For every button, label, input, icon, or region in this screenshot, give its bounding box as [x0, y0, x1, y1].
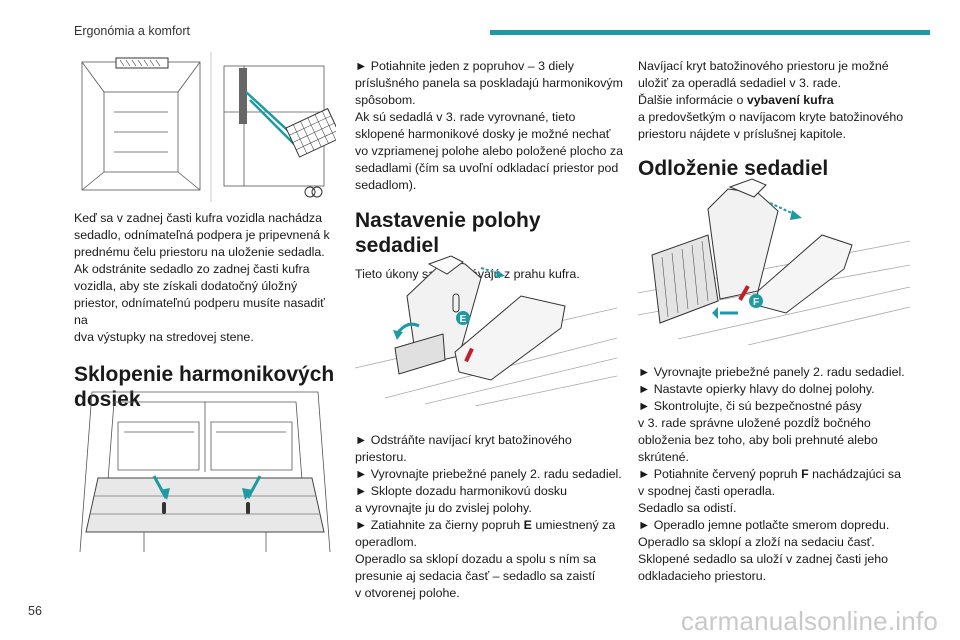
- figure-accordion-drawing: [79, 391, 331, 553]
- text-line: Operadlo sa sklopí dozadu a spolu s ním …: [355, 552, 597, 566]
- text-line: sedadlo, odnímateľná podpera je pripevne…: [74, 228, 330, 242]
- step-line: ► Nastavte opierky hlavy do dolnej poloh…: [638, 382, 875, 396]
- step-line: v 3. rade správne uložené pozdĺž bočného: [638, 416, 871, 430]
- text-line: príslušného panela sa poskladajú harmoni…: [355, 76, 623, 90]
- text-line: sedadlom).: [355, 178, 417, 192]
- step-line: obloženia bez toho, aby boli prehnuté al…: [638, 433, 878, 447]
- step-line: ► Vyrovnajte priebežné panely 2. radu se…: [355, 467, 622, 481]
- text-line: Ak odstránite sedadlo zo zadnej časti ku…: [74, 262, 310, 276]
- step-line: ► Potiahnite červený popruh: [638, 467, 802, 481]
- text-line: sklopené harmonikové dosky je možné nech…: [355, 127, 611, 141]
- figure-seat-e-drawing: E: [355, 255, 617, 406]
- support-paragraph: Keď sa v zadnej časti kufra vozidla nach…: [74, 210, 340, 346]
- text-line: a predovšetkým o navíjacom kryte batožin…: [638, 110, 904, 124]
- running-header: Ergonómia a komfort: [74, 24, 191, 38]
- step-line: ► Zatiahnite za čierny popruh: [355, 518, 524, 532]
- heading-line: Sklopenie harmonikových: [74, 363, 335, 386]
- text-line: v spodnej časti operadla.: [638, 484, 776, 498]
- step-line: ► Odstráňte navíjací kryt batožinového: [355, 433, 572, 447]
- text-line: vo vzpriamenej polohe alebo položené plo…: [355, 144, 623, 158]
- text-line: Navíjací kryt batožinového priestoru je …: [638, 59, 889, 73]
- seat-stowing-steps: ► Vyrovnajte priebežné panely 2. radu se…: [638, 364, 910, 585]
- accordion-paragraph: ► Potiahnite jeden z popruhov – 3 diely …: [355, 58, 623, 194]
- text-line: priestoru nájdete v príslušnej kapitole.: [638, 127, 847, 141]
- step-line: skrútené.: [638, 450, 689, 464]
- strap-f-reference: F: [801, 467, 809, 481]
- text-line: spôsobom.: [355, 93, 416, 107]
- step-line: ► Skontrolujte, či sú bezpečnostné pásy: [638, 399, 862, 413]
- strap-e-reference: E: [523, 518, 532, 532]
- label-e: E: [460, 314, 467, 325]
- page-number: 56: [28, 604, 42, 618]
- figure-seat-strap-f: F: [638, 175, 910, 345]
- figure-seat-support-drawing: [81, 52, 336, 202]
- cover-paragraph: Navíjací kryt batožinového priestoru je …: [638, 58, 910, 143]
- text-line: sedadlami (čím sa uvoľní odkladací pries…: [355, 161, 619, 175]
- text-line: prednému čelu priestoru na uloženie seda…: [74, 245, 325, 259]
- text-line: ► Operadlo jemne potlačte smerom dopredu…: [638, 518, 890, 532]
- text-line: odkladacieho priestoru.: [638, 569, 767, 583]
- step-line: umiestnený za: [531, 518, 616, 532]
- text-line: presunie aj sedacia časť – sedadlo sa za…: [355, 569, 596, 583]
- section-heading-seat-stowing: Odloženie sedadiel: [638, 157, 829, 180]
- cross-reference: vybavení kufra: [746, 93, 834, 107]
- figure-seat-support: [74, 52, 336, 202]
- label-f: F: [753, 297, 759, 308]
- text-line: Sedadlo sa odistí.: [638, 501, 737, 515]
- text-line: dva výstupky na stredovej stene.: [74, 330, 254, 344]
- seat-position-steps: ► Odstráňte navíjací kryt batožinového p…: [355, 432, 623, 602]
- text-line: priestor, odnímateľnú podperu musíte nas…: [74, 296, 325, 327]
- text-line: Ďalšie informácie o: [638, 93, 747, 107]
- step-line: nachádzajúci sa: [808, 467, 902, 481]
- text-line: v otvorenej polohe.: [355, 586, 460, 600]
- figure-accordion-boards: [74, 382, 336, 562]
- text-line: uložiť za operadlá sedadiel v 3. rade.: [638, 76, 842, 90]
- text-line: Ak sú sedadlá v 3. rade vyrovnané, tieto: [355, 110, 576, 124]
- header-accent-bar: [490, 30, 930, 35]
- step-line: a vyrovnajte ju do zvislej polohy.: [355, 501, 532, 515]
- watermark: carmanualsonline.info: [680, 606, 938, 636]
- step-line: priestoru.: [355, 450, 407, 464]
- text-line: Keď sa v zadnej časti kufra vozidla nach…: [74, 211, 322, 225]
- step-line: ► Vyrovnajte priebežné panely 2. radu se…: [638, 365, 905, 379]
- step-line: ► Sklopte dozadu harmonikovú dosku: [355, 484, 568, 498]
- text-line: Sklopené sedadlo sa uloží v zadnej časti…: [638, 552, 889, 566]
- text-line: Operadlo sa sklopí a zloží na sedaciu ča…: [638, 535, 875, 549]
- figure-seat-f-drawing: F: [638, 178, 910, 345]
- figure-seat-strap-e: E: [355, 248, 617, 406]
- text-line: operadlom.: [355, 535, 417, 549]
- text-line: vozidla, aby ste získali dodatočný úložn…: [74, 279, 298, 293]
- text-line: ► Potiahnite jeden z popruhov – 3 diely: [355, 59, 574, 73]
- section-heading-seat-position: Nastavenie polohy sedadiel: [355, 209, 541, 257]
